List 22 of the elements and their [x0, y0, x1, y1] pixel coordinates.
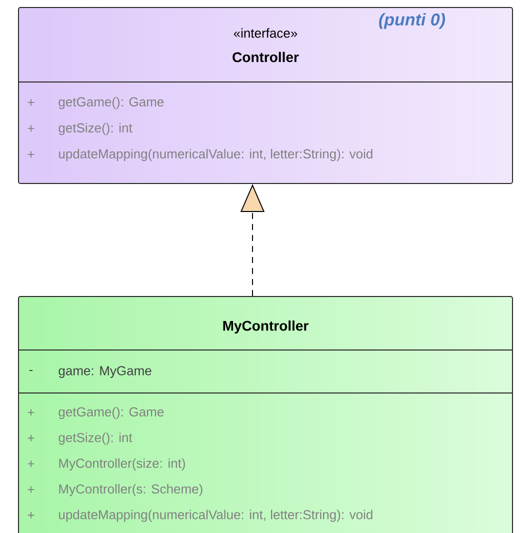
- visibility-marker: +: [28, 125, 34, 132]
- stereotype: «interface»: [234, 28, 298, 38]
- member-text: getGame(): Game: [58, 96, 164, 110]
- member-text: getGame(): Game: [58, 406, 164, 420]
- member-text: updateMapping(numericalValue: int, letter:String): void: [59, 148, 372, 162]
- member-text: updateMapping(numericalValue: int, letter:String): void: [59, 510, 372, 522]
- visibility-marker: +: [28, 512, 34, 518]
- class-name: MyController: [223, 320, 308, 334]
- visibility-marker: +: [28, 460, 34, 467]
- visibility-marker: +: [28, 434, 34, 442]
- visibility-marker: +: [28, 486, 34, 493]
- member-text: getSize(): int: [58, 122, 132, 136]
- member-text: MyController(size: int): [59, 458, 185, 470]
- visibility-marker: +: [28, 409, 34, 416]
- visibility-marker: +: [28, 151, 34, 158]
- visibility-marker: -: [29, 370, 33, 372]
- member-text: MyController(s: Scheme): [59, 484, 202, 496]
- member-text: game: MyGame: [58, 366, 152, 378]
- visibility-marker: +: [28, 99, 34, 106]
- class-name: Controller: [232, 52, 299, 62]
- member-text: getSize(): int: [58, 432, 132, 445]
- score-note: (punti 0): [379, 13, 445, 29]
